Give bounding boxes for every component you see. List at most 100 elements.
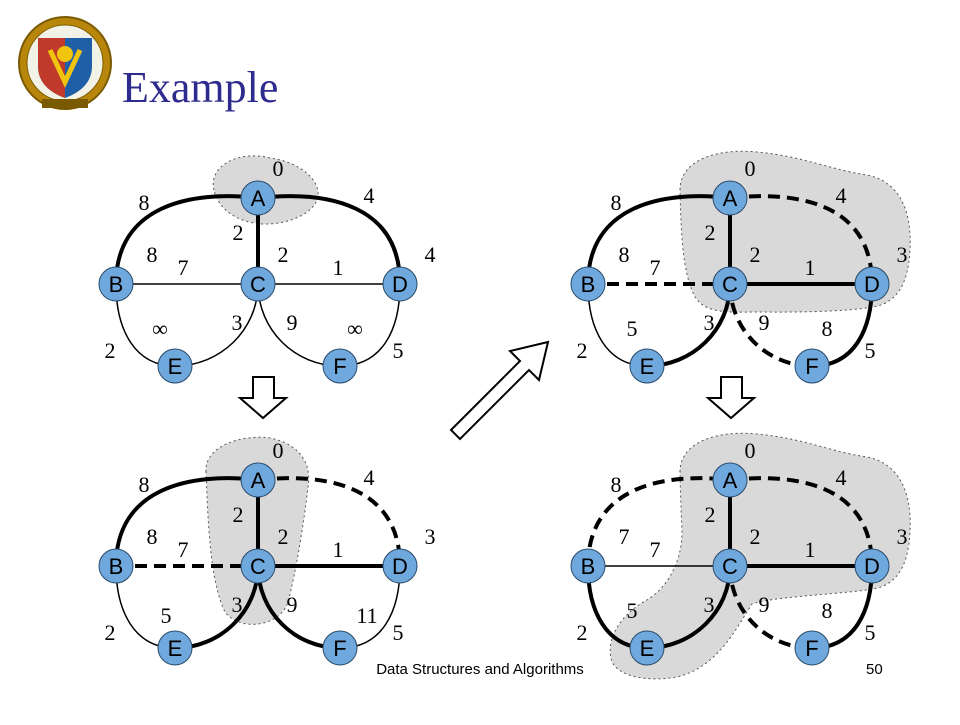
node-label-a: A bbox=[723, 468, 738, 493]
node-label-f: F bbox=[805, 354, 818, 379]
diagonal-arrow bbox=[449, 340, 550, 441]
node-a bbox=[712, 180, 748, 216]
edge-a-b bbox=[586, 194, 731, 285]
node-b bbox=[98, 548, 134, 584]
edge-weight-b-c: 7 bbox=[650, 255, 661, 280]
edge-weight-a-c: 2 bbox=[705, 502, 716, 527]
node-label-e: E bbox=[640, 354, 655, 379]
node-label-b: B bbox=[109, 554, 124, 579]
edge-weight-b-c: 7 bbox=[650, 537, 661, 562]
edge-weight-a-d: 4 bbox=[836, 183, 847, 208]
node-label-d: D bbox=[864, 554, 880, 579]
down-arrow-left bbox=[237, 376, 289, 420]
distance-d: 3 bbox=[897, 242, 908, 267]
edge-weight-c-f: 9 bbox=[287, 592, 298, 617]
node-c bbox=[240, 266, 276, 302]
distance-d: 4 bbox=[425, 242, 436, 267]
institute-logo bbox=[18, 16, 112, 110]
edge-weight-b-e: 2 bbox=[577, 620, 588, 645]
node-label-e: E bbox=[640, 636, 655, 661]
node-f bbox=[794, 630, 830, 666]
node-d bbox=[382, 266, 418, 302]
node-c bbox=[712, 266, 748, 302]
node-a bbox=[240, 462, 276, 498]
node-label-a: A bbox=[723, 186, 738, 211]
edge-weight-b-c: 7 bbox=[178, 537, 189, 562]
footer-text: Data Structures and Algorithms bbox=[376, 661, 584, 678]
edge-a-b bbox=[114, 194, 259, 285]
node-label-f: F bbox=[333, 636, 346, 661]
edge-weight-a-c: 2 bbox=[705, 220, 716, 245]
node-label-a: A bbox=[251, 468, 266, 493]
distance-b: 8 bbox=[147, 242, 158, 267]
edge-weight-c-f: 9 bbox=[759, 310, 770, 335]
edge-weight-c-e: 3 bbox=[232, 592, 243, 617]
node-f bbox=[322, 630, 358, 666]
node-label-f: F bbox=[805, 636, 818, 661]
node-d bbox=[854, 548, 890, 584]
page-title: Example bbox=[122, 63, 279, 112]
edge-weight-b-e: 2 bbox=[105, 620, 116, 645]
node-b bbox=[570, 266, 606, 302]
distance-e: 5 bbox=[161, 603, 172, 628]
edge-weight-a-d: 4 bbox=[364, 465, 375, 490]
edge-weight-c-e: 3 bbox=[232, 310, 243, 335]
edge-weight-c-e: 3 bbox=[704, 592, 715, 617]
edge-weight-c-e: 3 bbox=[704, 310, 715, 335]
edge-weight-d-f: 5 bbox=[393, 620, 404, 645]
node-label-f: F bbox=[333, 354, 346, 379]
distance-b: 7 bbox=[619, 524, 630, 549]
node-label-c: C bbox=[722, 554, 738, 579]
distance-e: 5 bbox=[627, 316, 638, 341]
edge-weight-a-d: 4 bbox=[836, 465, 847, 490]
distance-f: 8 bbox=[822, 316, 833, 341]
node-d bbox=[382, 548, 418, 584]
node-label-d: D bbox=[864, 272, 880, 297]
node-a bbox=[240, 180, 276, 216]
edge-weight-a-c: 2 bbox=[233, 220, 244, 245]
edge-weight-a-b: 8 bbox=[139, 190, 150, 215]
node-e bbox=[157, 348, 193, 384]
edge-weight-d-f: 5 bbox=[865, 620, 876, 645]
node-label-c: C bbox=[250, 554, 266, 579]
node-c bbox=[240, 548, 276, 584]
edge-weight-a-b: 8 bbox=[611, 472, 622, 497]
edge-weight-b-e: 2 bbox=[577, 338, 588, 363]
edge-weight-a-c: 2 bbox=[233, 502, 244, 527]
distance-a: 0 bbox=[273, 438, 284, 463]
distance-c: 2 bbox=[750, 242, 761, 267]
node-e bbox=[629, 348, 665, 384]
node-label-b: B bbox=[581, 272, 596, 297]
node-e bbox=[629, 630, 665, 666]
node-e bbox=[157, 630, 193, 666]
node-label-c: C bbox=[250, 272, 266, 297]
visited-cloud bbox=[609, 432, 911, 680]
distance-d: 3 bbox=[425, 524, 436, 549]
edge-a-d bbox=[729, 476, 874, 567]
distance-e: ∞ bbox=[152, 316, 168, 341]
distance-f: 8 bbox=[822, 598, 833, 623]
edge-weight-b-e: 2 bbox=[105, 338, 116, 363]
edge-weight-d-f: 5 bbox=[393, 338, 404, 363]
distance-f: 11 bbox=[356, 603, 377, 628]
distance-b: 8 bbox=[619, 242, 630, 267]
distance-f: ∞ bbox=[347, 316, 363, 341]
edge-weight-c-f: 9 bbox=[287, 310, 298, 335]
node-label-c: C bbox=[722, 272, 738, 297]
node-label-e: E bbox=[168, 354, 183, 379]
edge-weight-b-c: 7 bbox=[178, 255, 189, 280]
edge-weight-c-d: 1 bbox=[805, 255, 816, 280]
edge-a-d bbox=[729, 194, 874, 285]
edge-weight-a-b: 8 bbox=[611, 190, 622, 215]
node-label-e: E bbox=[168, 636, 183, 661]
node-label-d: D bbox=[392, 272, 408, 297]
edge-weight-c-d: 1 bbox=[333, 537, 344, 562]
edge-weight-d-f: 5 bbox=[865, 338, 876, 363]
distance-d: 3 bbox=[897, 524, 908, 549]
edge-weight-c-f: 9 bbox=[759, 592, 770, 617]
